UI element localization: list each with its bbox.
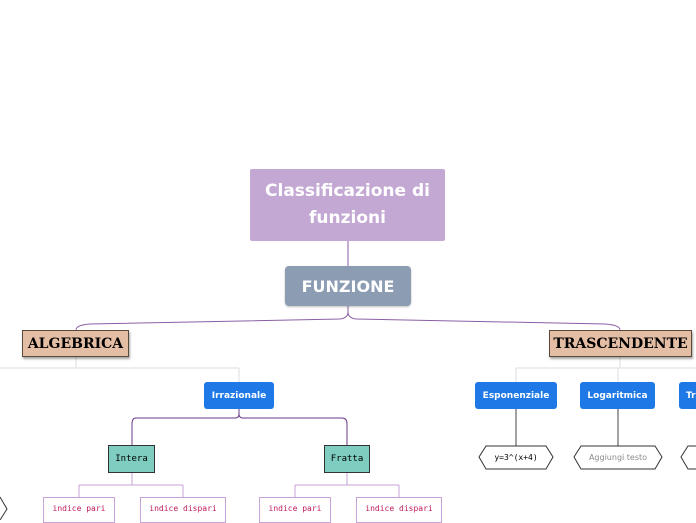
root-node-funzione[interactable]: FUNZIONE [285,266,411,306]
example-formula[interactable]: y=3^(x+4) [494,453,538,462]
subtopic-esponenziale[interactable]: Esponenziale [475,382,557,409]
main-topic-trascendente[interactable]: TRASCENDENTE [549,330,692,357]
example-node-shape [478,445,554,470]
subtopic-partial[interactable]: Tr [679,382,696,409]
placeholder-node-shape [573,445,663,470]
node-fratta[interactable]: Fratta [324,445,370,473]
map-title[interactable]: Classificazione di funzioni [250,169,445,241]
subtopic-logaritmica[interactable]: Logaritmica [580,382,655,409]
main-topic-algebrica[interactable]: ALGEBRICA [22,330,129,357]
subtopic-irrazionale[interactable]: Irrazionale [204,382,274,409]
leaf-fratta-indice-pari[interactable]: indice pari [259,497,331,523]
node-intera[interactable]: Intera [108,445,155,473]
leaf-intera-indice-pari[interactable]: indice pari [43,497,115,523]
leaf-fratta-indice-dispari[interactable]: indice dispari [356,497,442,523]
leaf-intera-indice-dispari[interactable]: indice dispari [140,497,226,523]
add-text-placeholder[interactable]: Aggiungi testo [588,453,648,462]
